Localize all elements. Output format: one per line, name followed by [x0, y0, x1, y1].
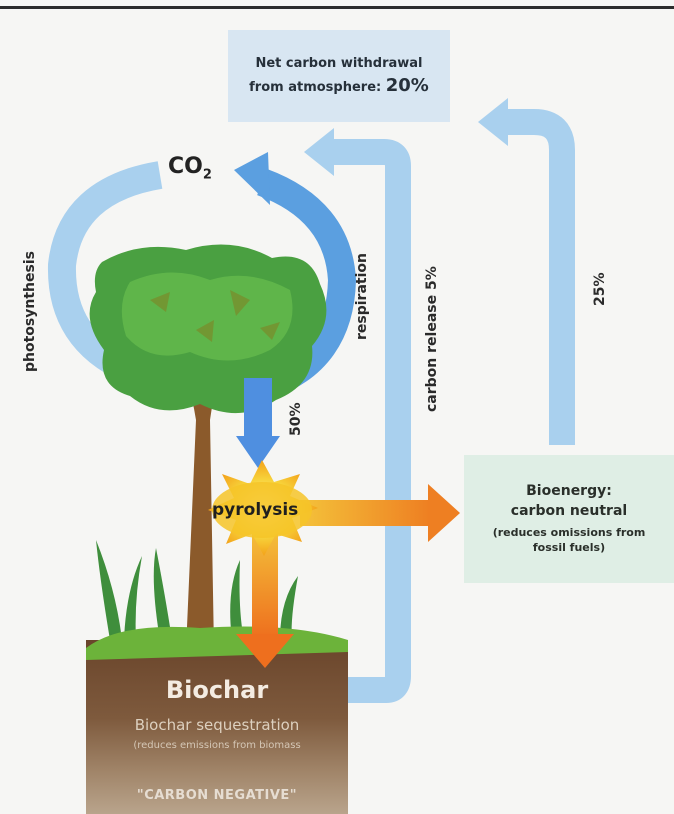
net-box-line1: Net carbon withdrawal: [255, 56, 423, 71]
biochar-label: Biochar: [165, 676, 269, 704]
percent-25-label: 25%: [592, 272, 608, 306]
co2-label: CO2: [168, 154, 212, 182]
bioenergy-note-line1: (reduces omissions from: [492, 526, 646, 539]
bioenergy-note-line2: fossil fuels): [532, 541, 606, 554]
arrow-carbon-release: [304, 128, 411, 703]
arrow-25-percent: [478, 98, 575, 445]
soil-block: [86, 626, 348, 814]
carbon-negative-label: "CARBON NEGATIVE": [136, 788, 298, 803]
bioenergy-subtitle: carbon neutral: [510, 503, 628, 519]
carbon-release-label: carbon release 5%: [424, 266, 440, 412]
biochar-sequestration-label: Biochar sequestration: [134, 716, 300, 734]
tree-canopy: [89, 244, 327, 414]
pyrolysis-label: pyrolysis: [212, 500, 299, 520]
pyrolysis-burst: [208, 460, 318, 556]
co2-subscript: 2: [202, 167, 212, 183]
arrow-50-percent: [236, 378, 280, 468]
co2-main: CO: [168, 154, 203, 179]
percent-50-label: 50%: [288, 402, 304, 436]
tree-trunk: [170, 336, 242, 650]
photosynthesis-label: photosynthesis: [22, 251, 38, 372]
bioenergy-note: (reduces omissions from fossil fuels): [493, 525, 646, 555]
biochar-sequestration-sub: (reduces emissions from biomass: [133, 740, 301, 751]
net-box-percent: 20%: [385, 75, 429, 96]
arrow-pyrolysis-to-bioenergy: [300, 484, 460, 542]
top-border-line: [0, 6, 674, 9]
net-box-line2-text: from atmosphere:: [249, 80, 382, 95]
respiration-label: respiration: [354, 253, 370, 340]
net-carbon-withdrawal-box: Net carbon withdrawal from atmosphere: 2…: [228, 30, 450, 122]
net-box-line2: from atmosphere: 20%: [249, 75, 429, 96]
bioenergy-box: Bioenergy: carbon neutral (reduces omiss…: [464, 455, 674, 583]
bioenergy-title: Bioenergy:: [526, 483, 612, 499]
